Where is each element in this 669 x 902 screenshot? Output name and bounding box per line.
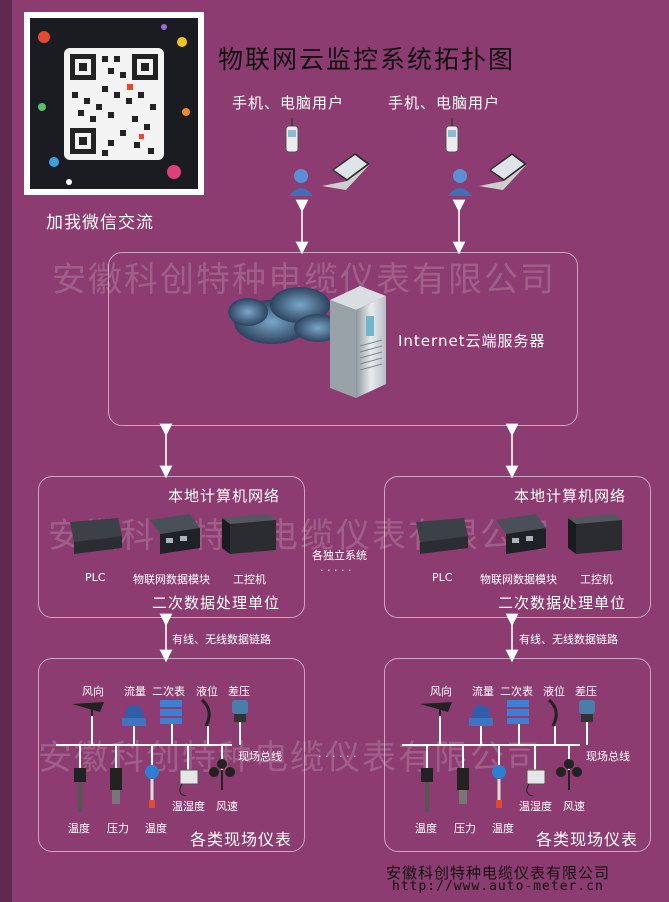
instrument-temp2-right: 温度	[492, 822, 514, 835]
instrument-humidity-right: 温湿度	[519, 800, 552, 813]
device-ipc-right: 工控机	[580, 573, 613, 586]
phone-icon-right	[445, 118, 459, 153]
instrument-secondary-meter-right: 二次表	[500, 685, 533, 698]
user-icon-left	[289, 169, 313, 196]
instrument-pressure-right: 压力	[454, 822, 476, 835]
left-border-strip	[0, 0, 12, 902]
company-name: 安徽科创特种电缆仪表有限公司	[386, 864, 611, 882]
instrument-flow-left: 流量	[124, 685, 146, 698]
cloud-server-label: Internet云端服务器	[398, 332, 546, 350]
user-label-left: 手机、电脑用户	[232, 94, 345, 112]
qr-frame	[24, 12, 204, 195]
page-title: 物联网云监控系统拓扑图	[218, 45, 516, 74]
link-label-left: 有线、无线数据链路	[172, 633, 271, 646]
instrument-level-right: 液位	[543, 685, 565, 698]
laptop-icon-right	[479, 153, 527, 190]
device-iot-module-right: 物联网数据模块	[480, 573, 557, 586]
bus-label-right: 现场总线	[586, 750, 630, 763]
field-title-left: 各类现场仪表	[190, 830, 293, 849]
phone-icon-left	[285, 118, 299, 153]
laptop-icon-left	[322, 153, 370, 190]
device-plc-left: PLC	[85, 571, 106, 584]
instrument-level-left: 液位	[196, 685, 218, 698]
instrument-wind-speed-left: 风速	[216, 800, 238, 813]
field-title-right: 各类现场仪表	[536, 830, 639, 849]
qr-code	[30, 18, 198, 189]
processing-title-right: 二次数据处理单位	[498, 594, 627, 612]
instrument-temp1-left: 温度	[68, 822, 90, 835]
instrument-flow-right: 流量	[472, 685, 494, 698]
instrument-temp1-right: 温度	[415, 822, 437, 835]
device-ipc-left: 工控机	[233, 573, 266, 586]
website-url: http://www.auto-meter.cn	[392, 879, 604, 894]
qr-caption: 加我微信交流	[46, 213, 154, 233]
bus-label-left: 现场总线	[238, 750, 282, 763]
instrument-diff-pressure-left: 差压	[228, 685, 250, 698]
independent-systems-dots: · · · · ·	[320, 564, 352, 577]
device-iot-module-left: 物联网数据模块	[133, 573, 210, 586]
field-dots: · · · · · ·	[318, 750, 357, 763]
user-icon-right	[448, 169, 472, 196]
instrument-diff-pressure-right: 差压	[575, 685, 597, 698]
instrument-humidity-left: 温湿度	[172, 800, 205, 813]
independent-systems-label: 各独立系统	[312, 549, 367, 562]
link-label-right: 有线、无线数据链路	[519, 633, 618, 646]
instrument-wind-direction-left: 风向	[82, 685, 104, 698]
instrument-pressure-left: 压力	[107, 822, 129, 835]
instrument-temp2-left: 温度	[145, 822, 167, 835]
instrument-wind-direction-right: 风向	[430, 685, 452, 698]
network-title-right: 本地计算机网络	[514, 487, 627, 505]
user-label-right: 手机、电脑用户	[388, 94, 501, 112]
instrument-wind-speed-right: 风速	[563, 800, 585, 813]
device-plc-right: PLC	[432, 571, 453, 584]
cloud-server-box	[108, 252, 578, 426]
processing-title-left: 二次数据处理单位	[152, 594, 281, 612]
instrument-secondary-meter-left: 二次表	[152, 685, 185, 698]
network-title-left: 本地计算机网络	[168, 487, 281, 505]
